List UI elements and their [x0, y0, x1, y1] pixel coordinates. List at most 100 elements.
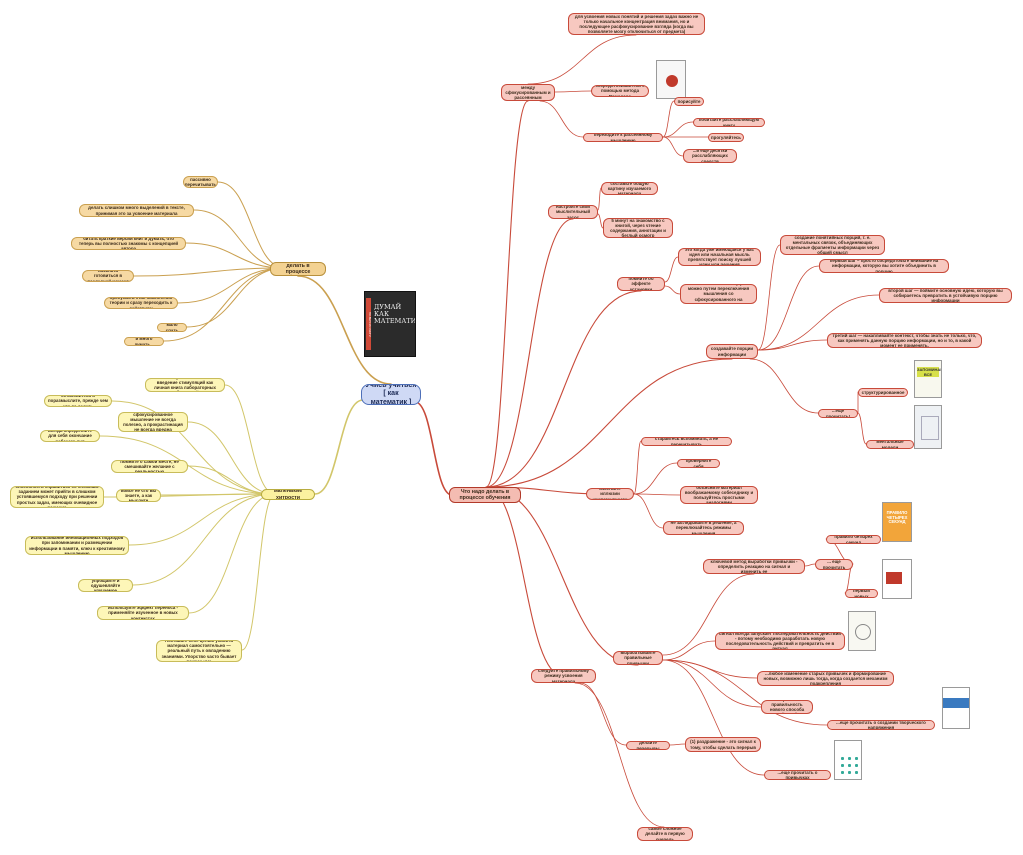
habits-item-0[interactable]: сигнал всегда запускает последовательнос…: [715, 632, 845, 650]
habits-key[interactable]: ключевой метод выработки привычки - опре…: [703, 559, 805, 574]
chunks-item-2[interactable]: второй шаг — поймите основную идею, кото…: [879, 288, 1012, 303]
chunks-more-item-1[interactable]: ментальные модели: [866, 440, 914, 449]
chunks-item-0[interactable]: создание понятийных порций, т. е. ментал…: [780, 235, 885, 255]
dont-item-2[interactable]: читать краткие версии книг и думать, что…: [71, 237, 186, 250]
book-cover-pomodoro: [656, 60, 686, 99]
diffuse-item-1[interactable]: почитайте расслабляющую книгу: [693, 118, 765, 127]
book-cover-four-seconds: ПРАВИЛО ЧЕТЫРЕХ СЕКУНД: [882, 502, 912, 542]
habits-item-1[interactable]: ...любое изменение старых привычек и фор…: [757, 671, 894, 686]
illusion-item-0[interactable]: это когда уже имеющаяся у вас идея или н…: [678, 248, 761, 266]
habits-item-3[interactable]: ...еще прочитать о создании творческого …: [827, 720, 935, 730]
chunks-more[interactable]: ...еще прочитать!: [818, 409, 858, 418]
edge-chunks-2: [757, 294, 880, 351]
trick-item-8[interactable]: упрощайте и одушевляйте изучаемое: [78, 579, 133, 592]
trick-item-4[interactable]: помните о самой мечте, не смешивайте жел…: [111, 460, 188, 473]
chunks-item-1[interactable]: первый шаг – просто сосредоточьте вниман…: [819, 259, 949, 273]
edge-illusion-0: [664, 256, 679, 283]
avoid-item-0[interactable]: старайтесь вспоминать, а не перечитывать: [641, 437, 732, 446]
edge-diffuse-3: [662, 136, 684, 157]
illusion-item-1[interactable]: избавиться от такого эффекта можно путем…: [680, 284, 757, 304]
pace-hard[interactable]: самое сложное делайте в первую очередь: [637, 827, 693, 841]
edge-habits-3: [662, 659, 828, 726]
habits-more-item-0[interactable]: правило четырех секунд: [826, 535, 881, 544]
book-habit-clock-icon: [855, 624, 871, 640]
habits-item-2[interactable]: верьте в правильность нового способа дей…: [761, 700, 813, 714]
edge-diffuse-0: [662, 100, 675, 138]
avoid-item-3[interactable]: не заглядывайте в решение, а переключайт…: [663, 521, 744, 535]
edge-chunks-more-1: [857, 412, 867, 445]
diffuse-item-3[interactable]: ...и еще десятки расслабляющих средств: [683, 149, 737, 163]
dont-item-1[interactable]: делать слишком много выделений в тексте,…: [79, 204, 194, 217]
dont-item-4[interactable]: пропускать этап накопления теории и сраз…: [104, 297, 178, 309]
edge-chunks-3: [757, 339, 828, 351]
switch-thinking[interactable]: для усвоения новых понятий и решения зад…: [568, 13, 705, 35]
habits-more[interactable]: ... еще прочитать: [815, 559, 853, 570]
edge-switch-diffuse: [539, 100, 584, 138]
edge-chunks-0: [757, 244, 781, 351]
tune-item-0[interactable]: составьте общую картину изучаемого матер…: [601, 182, 658, 195]
trick-item-6[interactable]: способность справиться со сложным задани…: [10, 486, 104, 508]
central-topic-label: Учись учиться [ как математик ]: [365, 384, 417, 405]
trick-item-3[interactable]: всегда определяйте для себя окончание ра…: [40, 430, 100, 442]
edge-chunks-more: [749, 358, 819, 414]
habits-more-item-1[interactable]: первый новых: [845, 589, 878, 598]
trick-item-5[interactable]: вовсе не что вы знаете, а как мыслите: [116, 489, 161, 502]
trick-item-9[interactable]: используйте эффект переноса - применяйте…: [97, 606, 189, 620]
tune-item-1[interactable]: 5 минут на знакомство с книгой, через чт…: [603, 218, 673, 238]
book-cover-mental: [914, 405, 942, 449]
hub-little-tricks[interactable]: маленькие хитрости: [261, 489, 315, 500]
avoid-item-1[interactable]: проверяйте себя: [677, 459, 720, 468]
pace-breaks-note[interactable]: (1) раздражение - это сигнал к тому, что…: [685, 737, 761, 752]
trick-item-1[interactable]: остановитесь и поразмыслите, прежде чем …: [44, 395, 112, 407]
book-scan-title: ЗАПОМИНАЙ ВСЕ: [917, 367, 942, 377]
book-cover-scan: ЗАПОМИНАЙ ВСЕ: [914, 360, 942, 398]
edge-avoid-3: [633, 493, 664, 529]
edge-dont-6: [163, 267, 286, 342]
edge-do-3: [485, 358, 733, 488]
switch-diffuse[interactable]: переходите к рассеянному мышлению: [583, 133, 663, 142]
edge-central-do: [414, 401, 453, 496]
habits-hub[interactable]: вырабатывайте правильные привычки: [613, 651, 663, 665]
book-mental-graphic-icon: [921, 416, 939, 440]
dont-item-0[interactable]: пассивно перечитывать: [183, 176, 218, 188]
trick-item-0[interactable]: самосовершенствование и введение стимуля…: [145, 378, 225, 392]
chunks-hub[interactable]: создавайте порции информации: [706, 344, 758, 359]
edge-pace-breaks: [579, 682, 627, 746]
chunks-more-item-0[interactable]: структурированное: [858, 388, 908, 397]
edge-trick-1: [111, 400, 276, 495]
book-cover-habit-clock: [848, 611, 876, 651]
hub-what-to-do[interactable]: Что надо делать в процессе обучения: [449, 487, 521, 503]
trick-item-7[interactable]: использование инновационных подходов при…: [25, 536, 129, 555]
book-cover-main: ПО-ВЕРСИИ КНИГИ ДУМАЙ КАК МАТЕМАТИК: [364, 291, 416, 357]
edge-central-tricks: [314, 399, 364, 495]
dont-item-5[interactable]: мало спать: [157, 323, 187, 332]
diffuse-item-0[interactable]: порисуйте: [674, 97, 704, 106]
edge-habits-key: [662, 573, 755, 656]
dont-item-6[interactable]: и много думать...: [124, 337, 164, 346]
central-topic[interactable]: Учись учиться [ как математик ]: [361, 384, 421, 405]
pace-breaks[interactable]: делайте перерывы: [626, 741, 670, 750]
trick-item-10[interactable]: Поставьте себе целью усвоить материал са…: [156, 640, 242, 662]
switch-hub[interactable]: переключайтесь между сфокусированным и р…: [501, 84, 555, 101]
edge-do-2: [485, 290, 642, 488]
edge-avoid-0: [633, 440, 642, 495]
avoid-hub[interactable]: избегайте иллюзии компетентности: [586, 488, 634, 500]
trick-item-2[interactable]: сфокусированное мышление не всегда полез…: [118, 412, 188, 432]
illusion-hub[interactable]: помните об эффекте установки: [617, 277, 665, 291]
tune-hub[interactable]: настройте свой мыслительный засос: [548, 205, 598, 219]
edge-switch-top: [527, 34, 637, 85]
edge-diffuse-1: [662, 121, 694, 138]
diffuse-item-2[interactable]: прогуляйтесь: [708, 133, 744, 142]
edge-habits-2: [662, 659, 762, 708]
hub-what-not-to-do[interactable]: Что не надо делать в процессе обучения: [270, 262, 326, 276]
chunks-item-3[interactable]: третий шаг — накапливайте контекст, чтоб…: [827, 333, 982, 348]
edge-chunks-1: [757, 265, 820, 351]
pace-hub[interactable]: следуйте правильному режиму усвоения мат…: [531, 669, 596, 683]
edge-trick-8: [132, 493, 276, 586]
switch-focus[interactable]: сосредоточивайтесь с помощью метода Помо…: [591, 85, 649, 97]
dont-item-3[interactable]: начинать готовиться в последний момент: [82, 270, 134, 282]
habits-read[interactable]: ...еще прочитать о привычках: [764, 770, 831, 780]
avoid-item-2[interactable]: объясните материал воображаемому собесед…: [680, 486, 758, 504]
edge-do-0: [485, 100, 529, 488]
edge-avoid-1: [633, 462, 678, 495]
